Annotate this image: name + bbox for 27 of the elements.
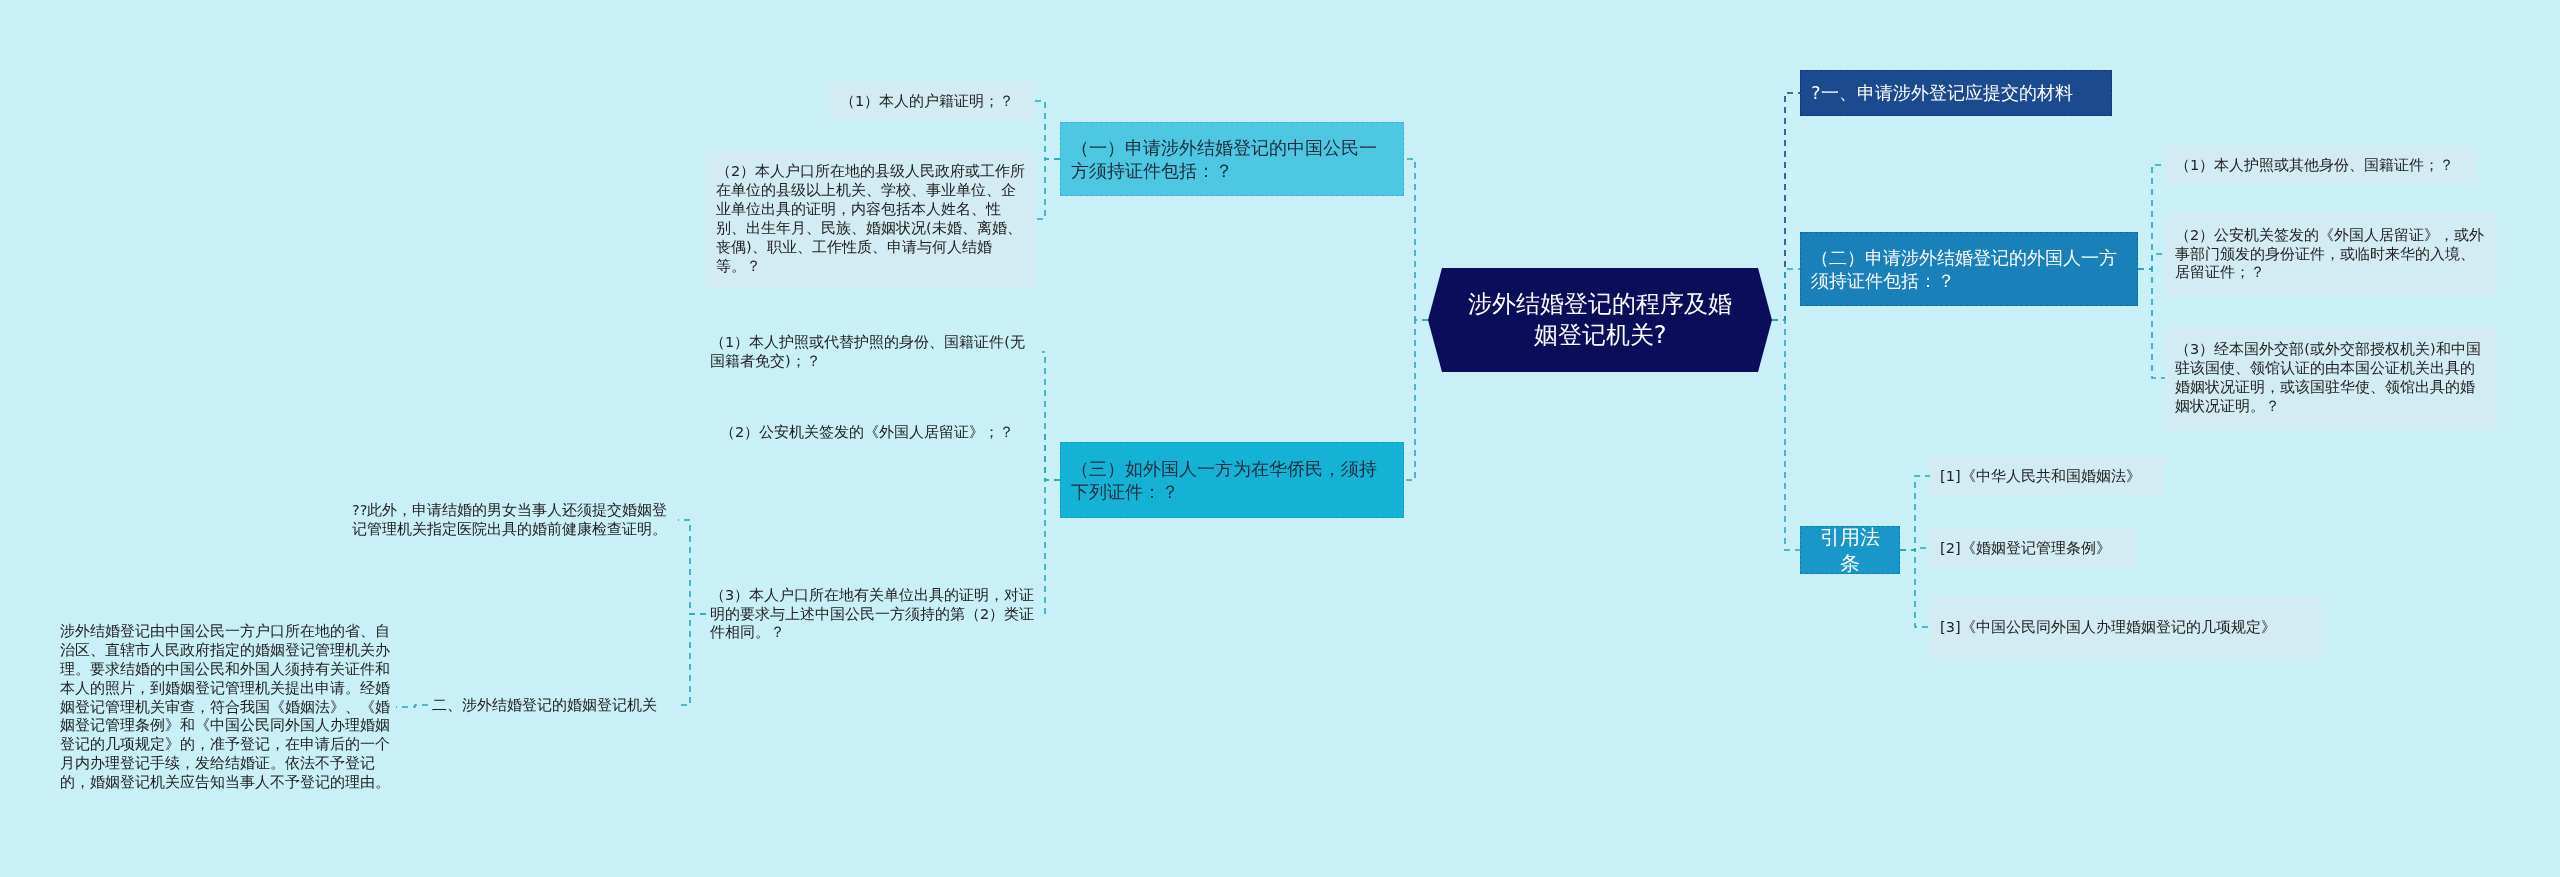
leaf-box: [2]《婚姻登记管理条例》: [1930, 528, 2135, 568]
connector-line: [2137, 268, 2166, 379]
leaf-box: [1]《中华人民共和国婚姻法》: [1930, 456, 2165, 496]
connector-line: [1899, 549, 1931, 628]
connector-line: [1035, 158, 1061, 220]
leaf-text: （2）公安机关签发的《外国人居留证》；？: [716, 412, 1042, 452]
connector-line: [1403, 319, 1429, 481]
topic-box: 引用法条: [1800, 526, 1900, 574]
central-topic-hexagon: 涉外结婚登记的程序及婚姻登记机关?: [1428, 268, 1772, 372]
leaf-box: （3）经本国外交部(或外交部授权机关)和中国驻该国使、领馆认证的由本国公证机关出具的婚姻状况证明，或该国驻华使、领馆出具的婚姻状况证明。？: [2165, 326, 2497, 430]
topic-box: ?一、申请涉外登记应提交的材料: [1800, 70, 2112, 116]
leaf-box: （1）本人的户籍证明；？: [830, 82, 1035, 120]
leaf-text: 涉外结婚登记由中国公民一方户口所在地的省、自治区、直辖市人民政府指定的婚姻登记管理机关办理。要求结婚的中国公民和外国人须持有关证件和本人的照片，到婚姻登记管理机关提出申请。经婚姻登记管理机关审查，符合我国《婚姻法》、《婚姻登记管理条例》和《中国公民同外国人办理婚姻登记的几项规定》的，准予登记，在申请后的一个月内办理登记手续，发给结婚证。依法不予登记的，婚姻登记机关应告知当事人不予登记的理由。: [56, 596, 396, 818]
leaf-text: ??此外，申请结婚的男女当事人还须提交婚姻登记管理机关指定医院出具的婚前健康检查证明。: [348, 482, 678, 558]
leaf-box: [3]《中国公民同外国人办理婚姻登记的几项规定》: [1930, 596, 2322, 658]
leaf-text: （3）本人户口所在地有关单位出具的证明，对证明的要求与上述中国公民一方须持的第（2）类证件相同。？: [706, 572, 1042, 656]
topic-box: （三）如外国人一方为在华侨民，须持下列证件：？: [1060, 442, 1404, 518]
leaf-box: （1）本人护照或其他身份、国籍证件；？: [2165, 146, 2477, 184]
connector-line: [1771, 319, 1801, 551]
leaf-text: （1）本人护照或代替护照的身份、国籍证件(无国籍者免交)；？: [706, 320, 1042, 384]
topic-box: （二）申请涉外结婚登记的外国人一方须持证件包括：？: [1800, 232, 2138, 306]
connector-line: [1041, 479, 1061, 615]
leaf-box: （2）本人户口所在地的县级人民政府或工作所在单位的县级以上机关、学校、事业单位、企业单位出具的证明，内容包括本人姓名、性别、出生年月、民族、婚姻状况(未婚、离婚、丧偶)、职业、工作性质、申请与何人结婚等。？: [706, 150, 1036, 288]
topic-box: （一）申请涉外结婚登记的中国公民一方须持证件包括：？: [1060, 122, 1404, 196]
connector-line: [395, 704, 429, 708]
leaf-box: （2）公安机关签发的《外国人居留证》，或外事部门颁发的身份证件，或临时来华的入境、居留证件；？: [2165, 212, 2497, 296]
leaf-text: 二、涉外结婚登记的婚姻登记机关: [428, 688, 678, 722]
